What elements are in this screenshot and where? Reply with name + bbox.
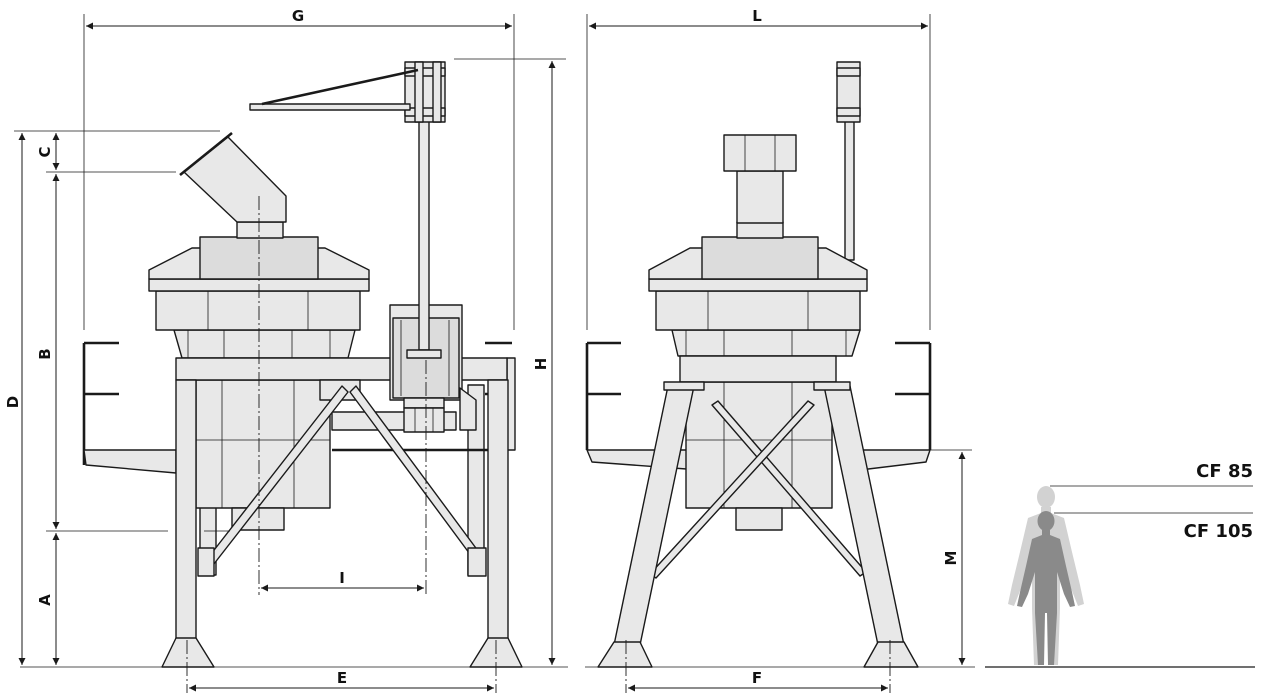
- cf105-label: CF 105: [1184, 521, 1253, 542]
- svg-text:I: I: [339, 569, 345, 587]
- dimension-C: C: [36, 133, 60, 170]
- svg-text:F: F: [752, 669, 762, 687]
- svg-text:B: B: [36, 348, 54, 359]
- dimension-A: A: [36, 533, 60, 665]
- dimension-B: B: [36, 174, 60, 529]
- human-silhouette-cf105: [1017, 511, 1075, 665]
- svg-text:H: H: [532, 358, 550, 371]
- dimension-H: H: [532, 61, 556, 665]
- svg-text:D: D: [4, 396, 22, 408]
- frame-bracket-left: [82, 341, 119, 465]
- cf85-label: CF 85: [1196, 461, 1253, 482]
- dimension-G: G: [86, 7, 512, 30]
- side-view: [82, 61, 523, 693]
- human-scale-figures: CF 85 CF 105: [1008, 461, 1253, 665]
- dimension-D: D: [4, 133, 26, 665]
- svg-text:M: M: [942, 551, 960, 566]
- svg-text:G: G: [292, 7, 304, 25]
- dimension-F: F: [628, 669, 888, 692]
- svg-text:L: L: [752, 7, 762, 25]
- dimension-I: I: [261, 569, 424, 592]
- svg-text:E: E: [337, 669, 347, 687]
- front-view: [585, 61, 932, 693]
- dimension-M: M: [942, 452, 966, 665]
- dimension-E: E: [189, 669, 494, 692]
- svg-text:A: A: [36, 594, 54, 606]
- svg-text:C: C: [36, 146, 54, 157]
- dimension-L: L: [589, 7, 928, 30]
- dimensions: G L D C B A H: [4, 7, 972, 692]
